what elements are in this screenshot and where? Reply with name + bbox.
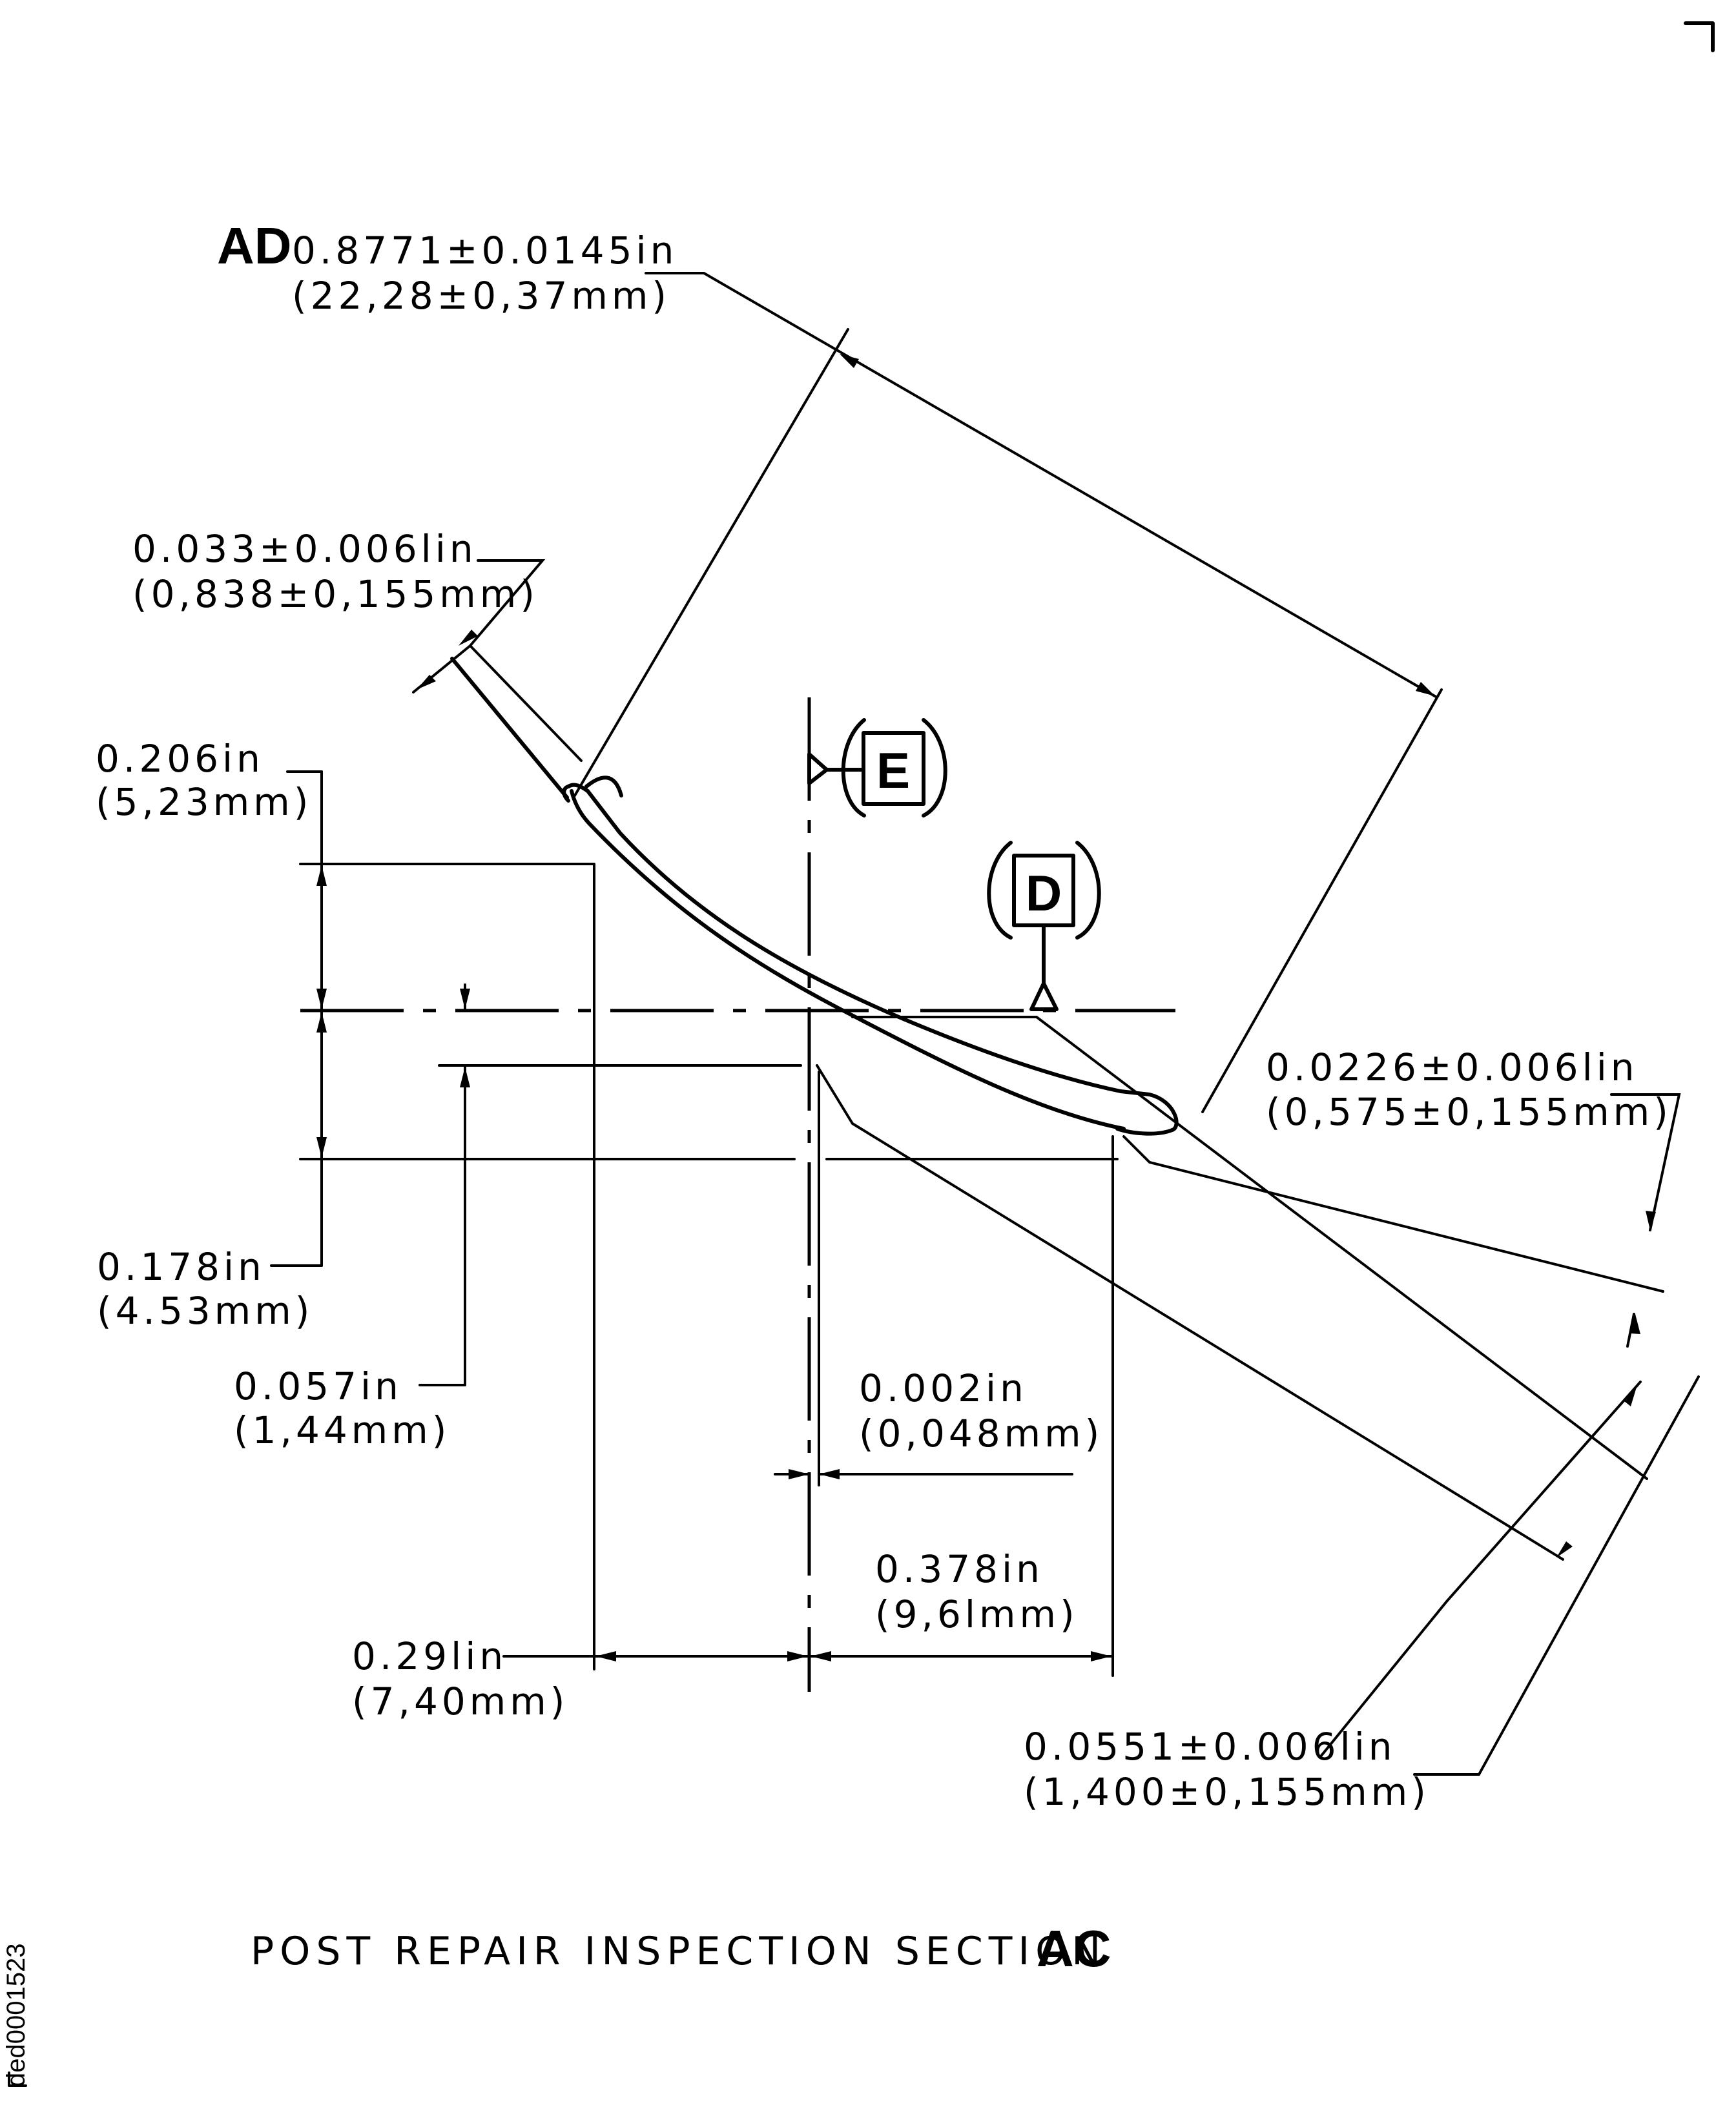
offset-height-mm: (1,44mm) xyxy=(234,1408,450,1452)
chord-tag: AD xyxy=(217,217,292,274)
datum-e-symbol: E xyxy=(807,718,947,817)
dim-horizontal-bottom xyxy=(502,1651,1114,1661)
chord-mm: (22,28±0,37mm) xyxy=(292,274,670,318)
corner-crop-mark xyxy=(1684,21,1715,52)
max-thickness-mm: (1,400±0,155mm) xyxy=(1024,1770,1430,1814)
dim-max-thickness xyxy=(1319,1375,1700,1776)
dim-vertical-left xyxy=(270,770,327,1267)
datum-lines xyxy=(300,697,1175,1692)
te-width-mm: (9,6lmm) xyxy=(875,1592,1079,1636)
section-label: AC xyxy=(1037,1920,1111,1977)
datum-d-symbol: D xyxy=(987,841,1101,1011)
te-height-inch: 0.178in xyxy=(97,1245,265,1289)
le-width-mm: (7,40mm) xyxy=(352,1680,568,1723)
te-width-inch: 0.378in xyxy=(875,1547,1044,1591)
te-thickness-inch: 0.0226±0.006lin xyxy=(1266,1045,1638,1089)
le-thickness-mm: (0,838±0,155mm) xyxy=(132,572,539,616)
te-height-mm: (4.53mm) xyxy=(97,1289,313,1333)
le-thickness-inch: 0.033±0.006lin xyxy=(132,527,477,571)
reference-id-block: ded0001523 xyxy=(2,1944,30,2087)
le-width-inch: 0.29lin xyxy=(352,1634,507,1678)
airfoil-profile xyxy=(450,657,1664,1561)
reference-id: ded0001523 xyxy=(2,1944,30,2087)
max-thickness-inch: 0.0551±0.006lin xyxy=(1024,1725,1396,1769)
offset-height-inch: 0.057in xyxy=(234,1364,402,1408)
offset-width-inch: 0.002in xyxy=(859,1366,1028,1410)
dim-offset-width xyxy=(774,1469,1073,1479)
te-thickness-mm: (0,575±0,155mm) xyxy=(1266,1090,1672,1134)
datum-e-letter: E xyxy=(876,742,910,799)
dim-offset-height xyxy=(418,983,470,1386)
dim-le-thickness xyxy=(412,559,583,762)
le-height-mm: (5,23mm) xyxy=(96,780,312,824)
drawing-title: POST REPAIR INSPECTION SECTION xyxy=(251,1929,1106,1974)
dim-te-thickness xyxy=(1610,1093,1681,1348)
chord-inch: 0.8771±0.0145in xyxy=(292,229,677,272)
datum-d-letter: D xyxy=(1026,865,1062,921)
offset-width-mm: (0,048mm) xyxy=(859,1412,1103,1455)
dim-chord xyxy=(574,272,1443,1113)
le-height-inch: 0.206in xyxy=(96,737,264,781)
